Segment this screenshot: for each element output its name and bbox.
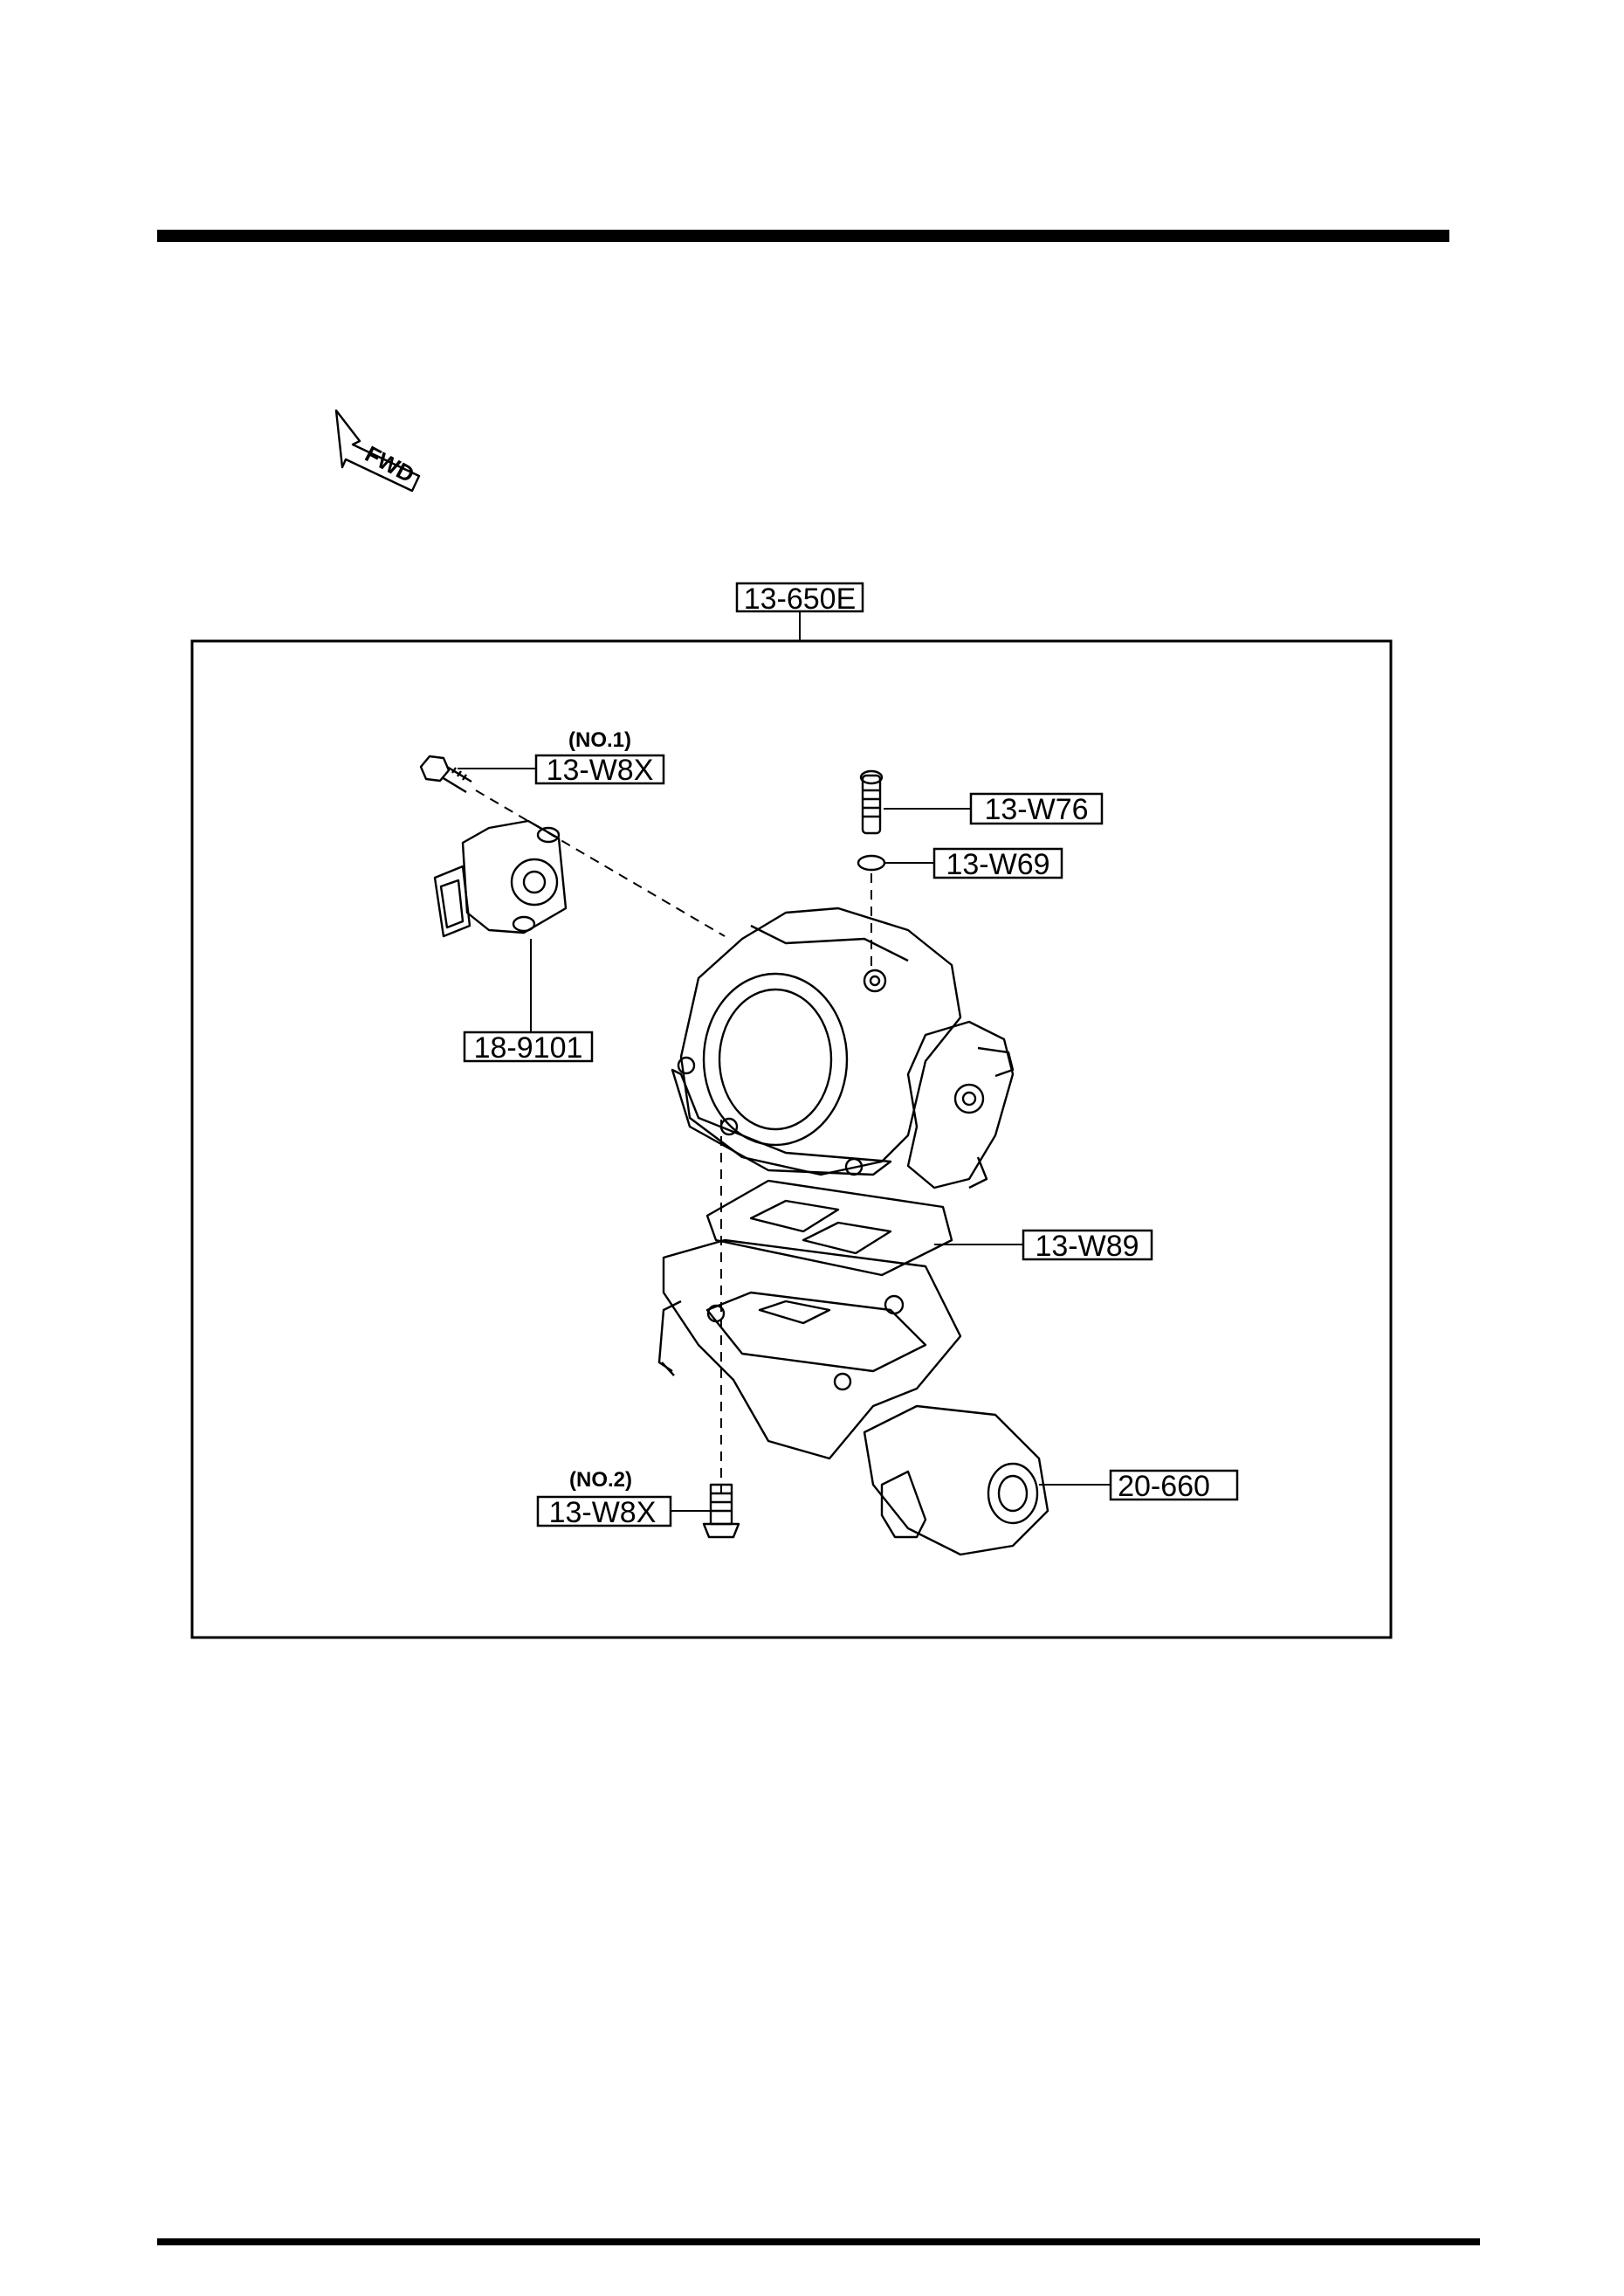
o-ring-label: 13-W69 bbox=[946, 848, 1049, 881]
forward-arrow-icon: FWD bbox=[334, 409, 421, 493]
assembly-frame bbox=[190, 639, 1393, 1639]
iac-valve-label: 20-660 bbox=[1118, 1470, 1210, 1503]
bolt-no1-part bbox=[419, 755, 472, 794]
bolt-no1-guide-line bbox=[475, 789, 726, 937]
o-ring-label-box bbox=[932, 847, 1063, 879]
bolt-no2-label: 13-W8X bbox=[549, 1496, 657, 1529]
gasket-label: 13-W89 bbox=[1035, 1230, 1139, 1263]
bottom-rule bbox=[157, 2238, 1480, 2245]
bypass-housing-part bbox=[657, 1238, 962, 1460]
o-ring-part bbox=[857, 854, 886, 872]
bolt-no1-label: 13-W8X bbox=[547, 754, 654, 787]
top-rule bbox=[157, 230, 1449, 242]
bolt-no2-label-box bbox=[536, 1495, 672, 1527]
tp-sensor-label: 18-9101 bbox=[474, 1031, 583, 1065]
tp-sensor-label-box bbox=[463, 1031, 594, 1063]
bolt-no1-note: (NO.1) bbox=[568, 728, 631, 752]
idle-air-control-valve-part bbox=[863, 1404, 1049, 1556]
assembly-label: 13-650E bbox=[744, 583, 857, 616]
bolt-no2-note: (NO.2) bbox=[569, 1468, 632, 1492]
assembly-label-box bbox=[735, 582, 864, 613]
stud-part bbox=[859, 769, 884, 835]
stud-label-box bbox=[969, 792, 1104, 825]
throttle-position-sensor-part bbox=[433, 819, 568, 938]
gasket-part bbox=[705, 1179, 953, 1277]
bolt-no1-label-box bbox=[534, 754, 665, 785]
iac-valve-label-box bbox=[1109, 1469, 1239, 1501]
gasket-label-box bbox=[1022, 1229, 1153, 1261]
stud-label: 13-W76 bbox=[984, 793, 1088, 826]
throttle-body-part bbox=[671, 907, 1015, 1189]
